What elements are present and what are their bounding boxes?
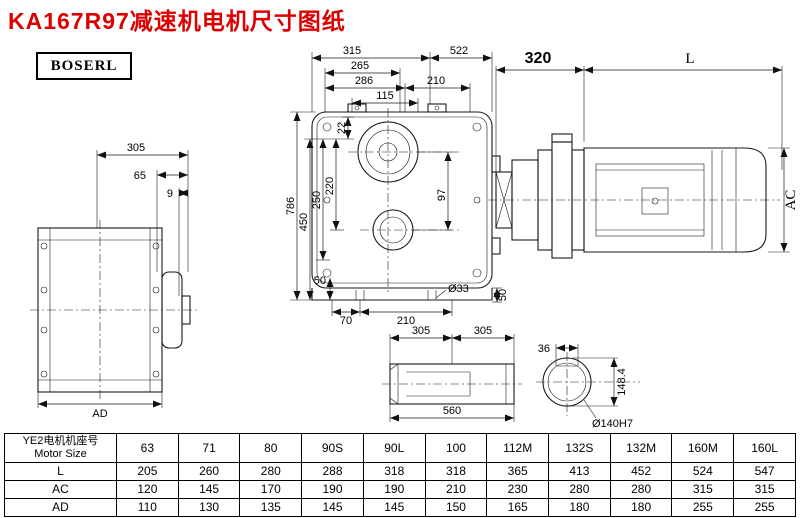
dim-key-36: 36 [538, 343, 550, 355]
row-label: AC [4, 480, 117, 499]
cell: 365 [486, 462, 550, 481]
cell: 547 [733, 462, 796, 481]
dim-side-65: 65 [134, 170, 146, 182]
cell: 145 [362, 498, 426, 517]
dim-dia-33: Ø33 [448, 283, 469, 295]
motor-size-table: YE2电机机座号 Motor Size 63 71 80 90S 90L 100… [4, 433, 796, 517]
dim-key-148-4: 148.4 [616, 368, 628, 396]
cell: 120 [116, 480, 179, 499]
cell: 170 [239, 480, 303, 499]
dim-top-522: 522 [450, 45, 468, 57]
side-view-dimensions: 305 65 9 AD [37, 142, 189, 420]
dim-bottom-70: 70 [340, 315, 352, 327]
dim-left-450: 450 [298, 213, 310, 231]
size-col: 71 [177, 433, 241, 463]
dim-top-210: 210 [427, 75, 445, 87]
motor-view [488, 133, 780, 259]
cell: 280 [239, 462, 303, 481]
cell: 205 [116, 462, 179, 481]
size-col: 80 [239, 433, 303, 463]
dim-side-305: 305 [127, 142, 145, 154]
row-label: AD [4, 498, 117, 517]
cell: 524 [671, 462, 735, 481]
dim-bore-140h7: Ø140H7 [592, 418, 633, 430]
cell: 280 [548, 480, 611, 499]
dim-side-ad: AD [92, 408, 107, 420]
cell: 413 [548, 462, 611, 481]
cell: 190 [301, 480, 364, 499]
dim-bottom-50-left: 50 [314, 275, 326, 287]
cell: 165 [486, 498, 550, 517]
cell: 318 [362, 462, 426, 481]
dim-top-315: 315 [343, 45, 361, 57]
flange-view: 36 148.4 Ø140H7 [536, 343, 640, 430]
dim-top-115: 115 [376, 90, 394, 102]
dim-bottom-50-right: 50 [497, 289, 509, 301]
side-view [30, 220, 198, 400]
size-col: 112M [486, 433, 550, 463]
cell: 180 [609, 498, 673, 517]
dim-side-9: 9 [167, 188, 173, 200]
page-title: KA167R97减速机电机尺寸图纸 [8, 8, 346, 34]
size-col: 100 [424, 433, 488, 463]
dim-top-286: 286 [355, 75, 373, 87]
front-view-inner-bottom-dimensions: 97 Ø33 70 210 50 50 [314, 151, 509, 327]
dim-motor-ac: AC [783, 190, 799, 211]
table-row: AD 110 130 135 145 145 150 165 180 180 2… [4, 498, 796, 517]
cell: 190 [362, 480, 426, 499]
cell: 315 [671, 480, 735, 499]
cell: 230 [486, 480, 550, 499]
dim-motor-320: 320 [525, 50, 552, 67]
front-view-top-dimensions: 315 522 265 286 210 115 [311, 45, 493, 112]
dim-left-220: 220 [324, 177, 336, 195]
dim-shaft-305b: 305 [474, 325, 492, 337]
table-row: AC 120 145 170 190 190 210 230 280 280 3… [4, 480, 796, 499]
cell: 145 [177, 480, 241, 499]
shaft-view: 305 305 560 [382, 325, 522, 422]
dim-shaft-305a: 305 [412, 325, 430, 337]
cell: 180 [548, 498, 611, 517]
dim-left-22: 22 [336, 122, 348, 134]
cell: 288 [301, 462, 364, 481]
size-col: 160M [671, 433, 735, 463]
dim-shaft-560: 560 [443, 405, 461, 417]
size-col: 90L [362, 433, 426, 463]
front-view-left-dimensions: 786 450 250 220 22 [285, 111, 354, 301]
cell: 150 [424, 498, 488, 517]
dim-left-250: 250 [311, 191, 323, 209]
size-col: 90S [301, 433, 364, 463]
cell: 135 [239, 498, 303, 517]
table-row: YE2电机机座号 Motor Size 63 71 80 90S 90L 100… [4, 433, 796, 463]
cell: 452 [609, 462, 673, 481]
cell: 315 [733, 480, 796, 499]
dim-bottom-210: 210 [397, 315, 415, 327]
dim-top-265: 265 [351, 60, 369, 72]
cell: 210 [424, 480, 488, 499]
table-header-cn: YE2电机机座号 [22, 435, 99, 447]
table-row: L 205 260 280 288 318 318 365 413 452 52… [4, 462, 796, 481]
size-col: 132S [548, 433, 611, 463]
cell: 260 [177, 462, 241, 481]
size-col: 132M [609, 433, 673, 463]
table-header-en: Motor Size [34, 448, 87, 460]
dim-left-786: 786 [285, 197, 297, 215]
cell: 110 [116, 498, 179, 517]
size-col: 160L [733, 433, 796, 463]
cell: 145 [301, 498, 364, 517]
technical-drawing: 305 65 9 AD 315 [30, 45, 799, 430]
table-header-motor-size: YE2电机机座号 Motor Size [4, 433, 117, 463]
dim-inner-97: 97 [436, 189, 448, 201]
row-label: L [4, 462, 117, 481]
cell: 318 [424, 462, 488, 481]
motor-dimensions: 320 L AC [495, 50, 799, 253]
cell: 280 [609, 480, 673, 499]
cell: 255 [733, 498, 796, 517]
dim-motor-l: L [685, 51, 694, 67]
size-col: 63 [116, 433, 179, 463]
brand-logo: BOSERL [36, 52, 132, 80]
cell: 130 [177, 498, 241, 517]
cell: 255 [671, 498, 735, 517]
